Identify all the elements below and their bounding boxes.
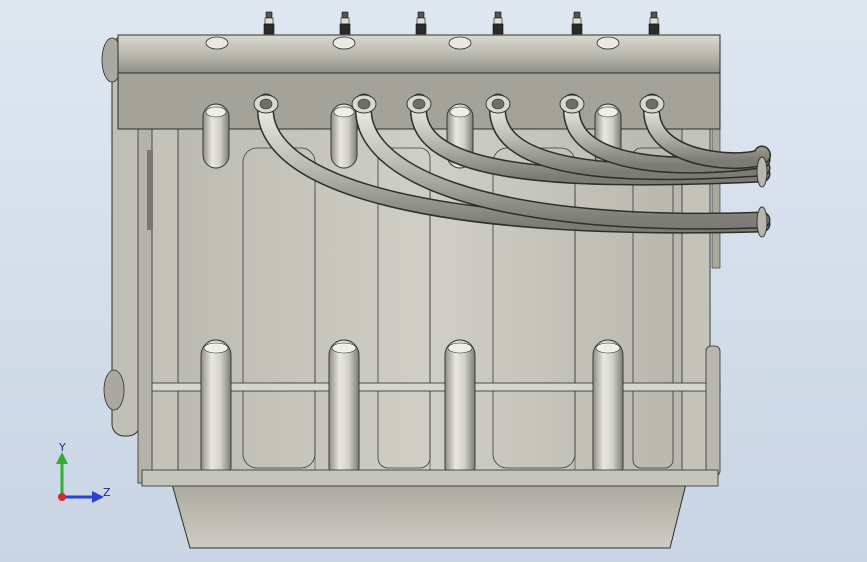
rib	[592, 339, 624, 483]
exhaust-headers	[253, 93, 771, 238]
z-axis-label: Z	[103, 486, 111, 499]
lower-ribs	[200, 339, 624, 483]
spark-plug	[263, 11, 275, 35]
spark-plug	[648, 11, 660, 35]
rib	[200, 339, 232, 483]
collector-outlet	[756, 156, 768, 188]
rib	[328, 339, 360, 483]
exhaust-flange	[639, 94, 665, 114]
spark-plug	[571, 11, 583, 35]
exhaust-flange	[559, 94, 585, 114]
y-axis-label: Y	[59, 441, 66, 454]
rib	[444, 339, 476, 483]
spark-plug	[415, 11, 427, 35]
y-arrow-icon	[56, 452, 68, 464]
exhaust-flange	[485, 94, 511, 114]
exhaust-flange	[351, 94, 377, 114]
exhaust-pipe	[356, 95, 769, 229]
spark-plug	[492, 11, 504, 35]
spark-plug	[339, 11, 351, 35]
oil-pan	[141, 469, 719, 549]
rib	[330, 103, 358, 169]
z-arrow-icon	[92, 491, 104, 503]
triad-axes	[56, 452, 104, 503]
rib	[202, 103, 230, 169]
rear-cap	[705, 127, 721, 477]
origin-icon	[58, 493, 66, 501]
orientation-triad: Y Z	[50, 440, 120, 510]
spark-plugs	[263, 11, 660, 35]
collector-outlet	[756, 206, 768, 238]
exhaust-pipe	[644, 95, 770, 168]
timing-cover	[101, 35, 153, 484]
exhaust-flange	[253, 94, 279, 114]
exhaust-flange	[406, 94, 432, 114]
